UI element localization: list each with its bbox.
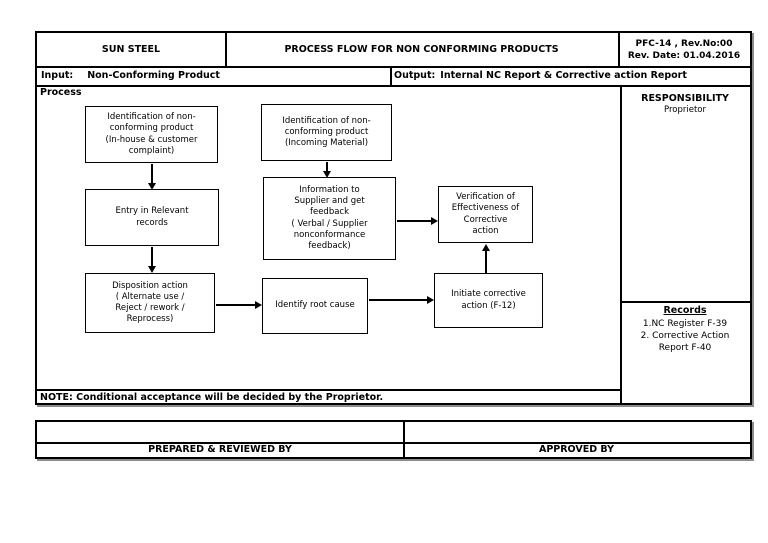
- arrow-disposition-to-root-cause: [216, 304, 256, 306]
- io-col-divider: [390, 66, 392, 85]
- header-row-divider: [37, 66, 750, 68]
- flow-box-identify-nonconforming-inhouse: Identification of non- conforming produc…: [85, 106, 218, 163]
- doc-code: PFC-14 , Rev.No:00: [635, 38, 733, 49]
- signature-row-divider: [37, 442, 750, 444]
- arrowhead-right-icon: [255, 301, 262, 309]
- responsibility-block: RESPONSIBILITY Proprietor: [620, 93, 750, 115]
- output-value: Internal NC Report & Corrective action R…: [440, 70, 687, 81]
- signature-table: PREPARED & REVIEWED BY APPROVED BY: [35, 420, 752, 459]
- header-col-divider-2: [618, 33, 620, 66]
- signature-col-divider: [403, 422, 405, 457]
- arrowhead-right-icon: [427, 296, 434, 304]
- input-value: Non-Conforming Product: [87, 70, 220, 81]
- arrowhead-down-icon: [323, 171, 331, 178]
- records-block: Records 1.NC Register F-39 2. Corrective…: [620, 305, 750, 354]
- arrow-information-to-verification: [397, 220, 431, 222]
- records-item: 2. Corrective Action Report F-40: [640, 330, 730, 354]
- arrow-entry-to-disposition: [151, 247, 153, 267]
- input-cell: Input: Non-Conforming Product: [37, 66, 390, 85]
- records-item: 1.NC Register F-39: [642, 318, 728, 329]
- output-label: Output:: [394, 70, 436, 81]
- company-name: SUN STEEL: [101, 44, 161, 55]
- flow-box-identify-nonconforming-incoming: Identification of non- conforming produc…: [261, 104, 392, 161]
- arrow-initiate-to-verification: [485, 250, 487, 273]
- flow-box-information-to-supplier: Information to Supplier and get feedback…: [263, 177, 396, 260]
- note-text: NOTE: Conditional acceptance will be dec…: [40, 392, 384, 403]
- arrowhead-down-icon: [148, 183, 156, 190]
- arrowhead-right-icon: [431, 217, 438, 225]
- responsibility-title: RESPONSIBILITY: [641, 93, 729, 104]
- io-row-divider: [37, 85, 750, 87]
- flow-box-initiate-corrective-action: Initiate corrective action (F-12): [434, 273, 543, 328]
- sidebar-divider: [620, 85, 622, 403]
- document-reference: PFC-14 , Rev.No:00 Rev. Date: 01.04.2016: [618, 33, 750, 66]
- approved-by-label: APPROVED BY: [538, 444, 615, 455]
- process-section-label: Process: [40, 87, 82, 98]
- note-row-divider: [37, 389, 620, 391]
- rev-date: Rev. Date: 01.04.2016: [627, 50, 741, 61]
- header-col-divider-1: [225, 33, 227, 66]
- output-cell: Output: Internal NC Report & Corrective …: [390, 66, 750, 85]
- flow-box-entry-in-records: Entry in Relevant records: [85, 189, 219, 246]
- flow-box-identify-root-cause: Identify root cause: [262, 278, 368, 334]
- responsibility-value: Proprietor: [664, 105, 706, 115]
- document-title: PROCESS FLOW FOR NON CONFORMING PRODUCTS: [284, 44, 559, 55]
- prepared-reviewed-by-label: PREPARED & REVIEWED BY: [148, 444, 292, 455]
- records-title: Records: [663, 305, 707, 316]
- process-flow-table: SUN STEEL PROCESS FLOW FOR NON CONFORMIN…: [35, 31, 752, 405]
- arrow-root-cause-to-initiate: [369, 299, 427, 301]
- records-divider: [620, 301, 750, 303]
- arrowhead-down-icon: [148, 266, 156, 273]
- arrow-identify-inhouse-to-entry: [151, 164, 153, 184]
- flow-box-disposition-action: Disposition action ( Alternate use / Rej…: [85, 273, 215, 333]
- input-label: Input:: [41, 70, 74, 81]
- flow-box-verification-effectiveness: Verification of Effectiveness of Correct…: [438, 186, 533, 243]
- arrowhead-up-icon: [482, 244, 490, 251]
- arrow-identify-incoming-to-information: [326, 162, 328, 172]
